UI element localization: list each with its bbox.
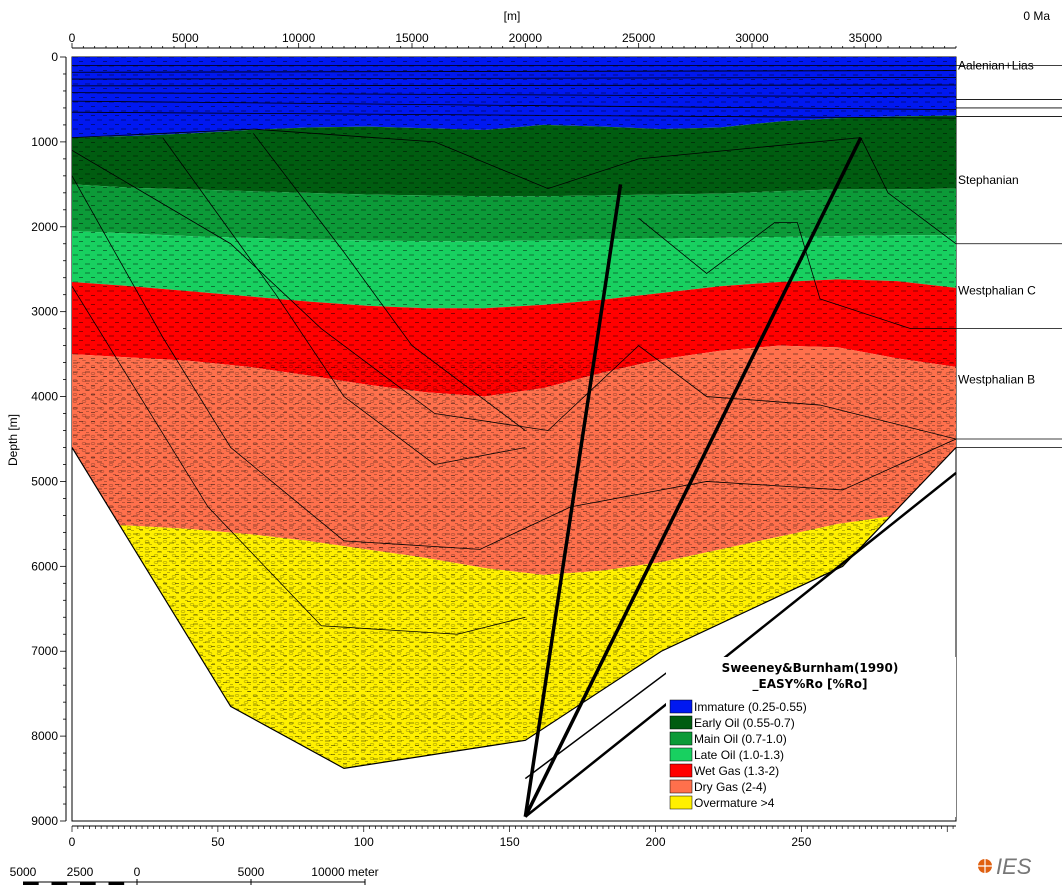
x-unit-label: [m] [504,9,521,23]
horizon-line [72,111,956,119]
legend-swatch [669,715,693,730]
top-axis: 0 5000 10000 15000 20000 25000 30000 35000 [69,31,957,49]
scale-bar-segment [80,882,96,885]
bottom-tick-label: 100 [354,835,374,849]
top-tick-label: 0 [69,31,76,45]
scale-bar-segment [51,882,68,885]
horizon-line [72,150,956,440]
left-tick-label: 8000 [31,729,58,743]
left-tick-label: 6000 [31,559,58,573]
left-tick-label: 9000 [31,814,58,828]
legend-label: Main Oil (0.7-1.0) [694,732,787,746]
top-tick-label: 5000 [172,31,199,45]
layer-label: Stephanian [958,173,1019,187]
legend-swatch [669,747,693,762]
top-tick-label: 20000 [509,31,543,45]
horizon-line [72,76,956,80]
horizon-line [253,133,526,431]
legend-title-line2: _EASY%Ro [%Ro] [753,677,868,692]
logo-text: IES [996,854,1032,879]
legend-swatch [669,795,693,810]
legend-swatch [669,779,693,794]
legend-label: Immature (0.25-0.55) [694,700,807,714]
horizon-line [72,100,956,111]
scale-bar: 5000 2500 0 5000 10000 meter [10,865,379,885]
top-tick-label: 10000 [282,31,316,45]
horizon-lines [72,65,956,635]
layer-label: Westphalian B [958,373,1035,387]
basin-outline [71,447,957,769]
top-tick-label: 35000 [849,31,883,45]
legend-title-line1: Sweeney&Burnham(1990) [722,661,899,675]
scale-bar-segment [108,882,125,885]
horizon-line [638,217,956,330]
left-tick-label: 2000 [31,220,58,234]
fault-block-edge [524,471,957,818]
left-tick-label: 0 [51,50,58,64]
horizon-line [72,84,956,87]
top-tick-label: 15000 [395,31,429,45]
layer-label: Westphalian C [958,283,1036,297]
legend-label: Overmature >4 [694,796,775,810]
bottom-tick-label: 0 [69,835,76,849]
legend-swatch [669,699,693,714]
left-tick-label: 5000 [31,474,58,488]
legend-swatch [669,731,693,746]
bottom-tick-label: 150 [500,835,520,849]
left-axis: 0 1000 2000 3000 4000 5000 6000 7000 8000 9000 [31,50,67,828]
fault-line-2 [523,136,863,818]
left-tick-label: 3000 [31,305,58,319]
fault-line-1 [523,184,623,818]
scale-bar-segment [23,882,39,885]
bottom-tick-label: 250 [791,835,811,849]
top-tick-label: 25000 [622,31,656,45]
horizon-line [162,137,526,465]
legend-label: Dry Gas (2-4) [694,780,767,794]
top-tick-label: 30000 [735,31,769,45]
scale-bar-label: 2500 [67,865,94,879]
bottom-tick-label: 200 [645,835,665,849]
time-label: 0 Ma [1023,9,1050,23]
scale-bar-label: 10000 meter [311,865,378,879]
left-tick-label: 7000 [31,644,58,658]
left-tick-label: 1000 [31,135,58,149]
legend-swatch [669,763,693,778]
legend: Sweeney&Burnham(1990) _EASY%Ro [%Ro] Imm… [666,657,956,817]
legend-label: Wet Gas (1.3-2) [694,764,779,778]
bottom-tick-label: 50 [211,835,225,849]
horizon-line [72,70,956,73]
left-tick-label: 4000 [31,390,58,404]
legend-label: Early Oil (0.55-0.7) [694,716,795,730]
faults [523,136,957,818]
y-axis-label: Depth [m] [6,414,20,466]
horizon-line [72,92,956,98]
horizon-line [72,175,956,550]
ies-logo: IES [978,854,1032,879]
bottom-axis: 0 50 100 150 200 250 [69,825,956,849]
scale-bar-label: 0 [134,865,141,879]
horizon-line [72,128,956,245]
horizon-line [72,285,526,635]
fault-block-edge [524,659,685,780]
scale-bar-label: 5000 [238,865,265,879]
legend-label: Late Oil (1.0-1.3) [694,748,784,762]
scale-bar-label: 5000 [10,865,37,879]
